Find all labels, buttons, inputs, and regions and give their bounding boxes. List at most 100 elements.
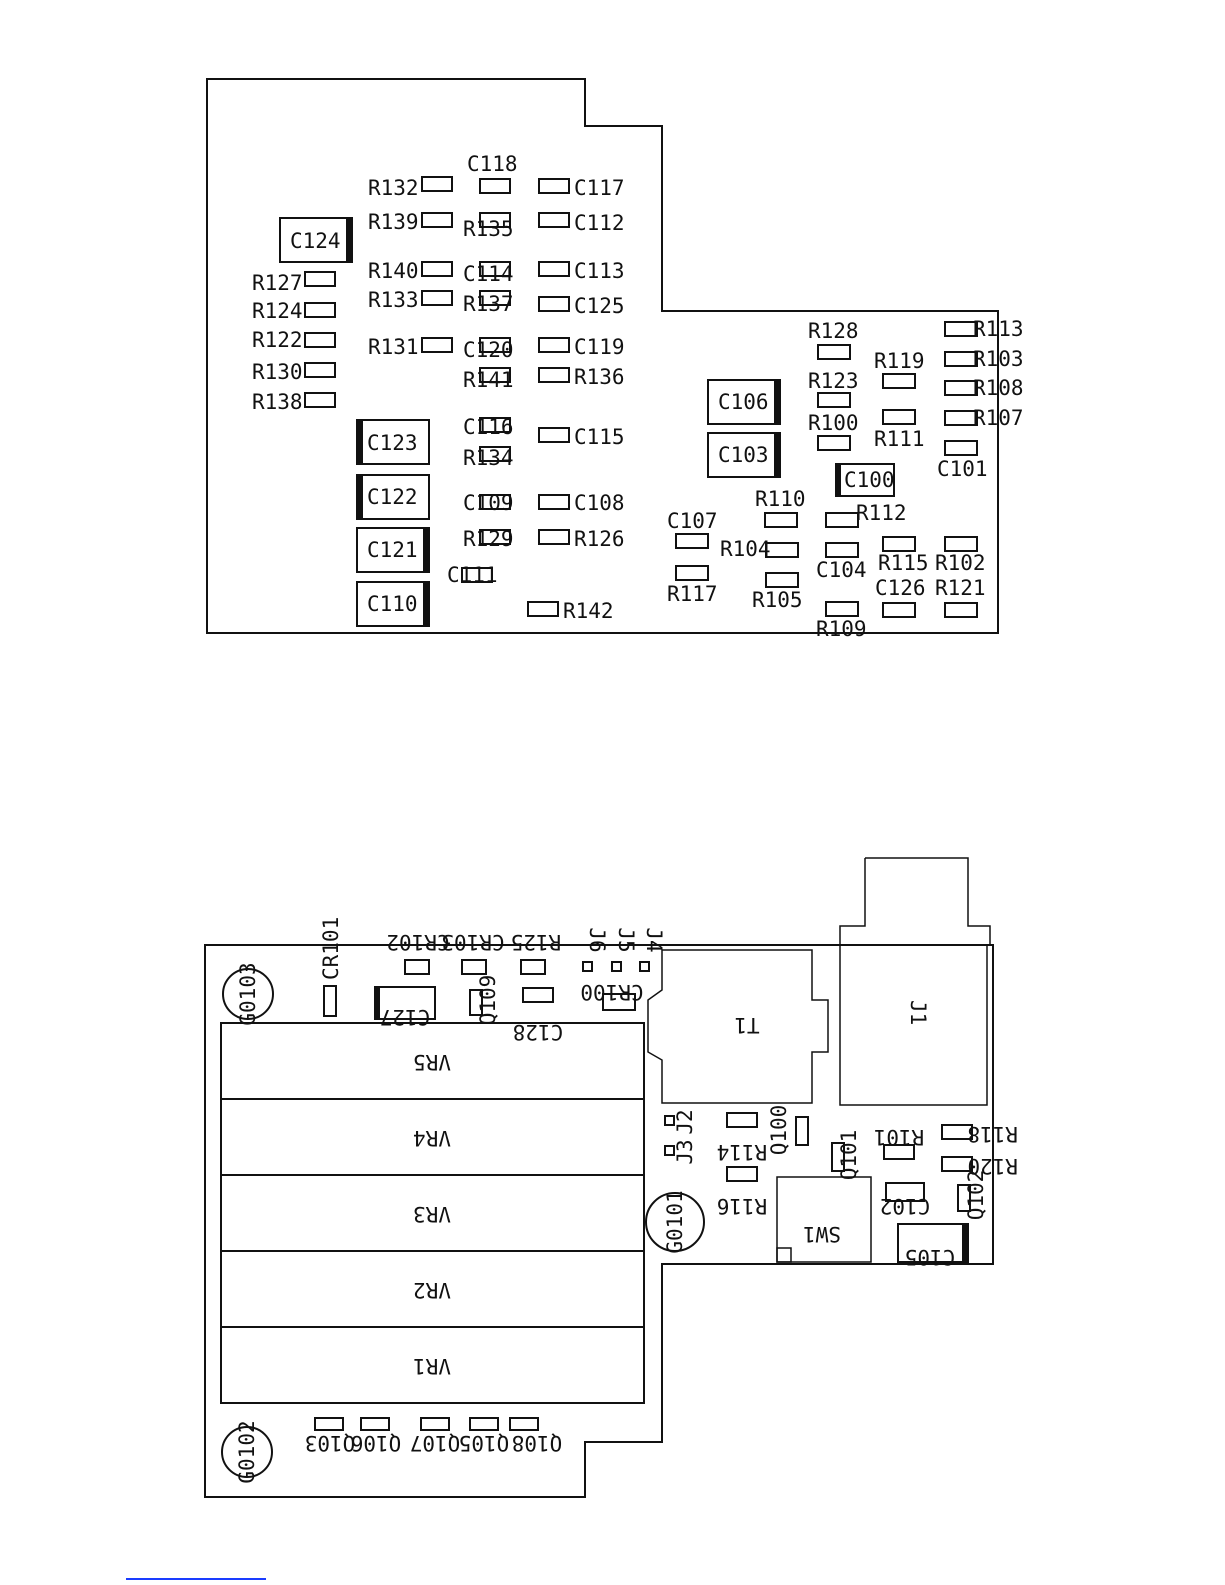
svg-text:R121: R121 [935,576,986,600]
component-R132: R132 [368,176,453,200]
component-C116: C116 [463,415,514,439]
component-R103: R103 [944,347,1024,371]
svg-text:J2: J2 [673,1109,697,1134]
component-R139: R139 [368,210,453,234]
svg-text:R102: R102 [935,551,986,575]
svg-text:R114: R114 [717,1140,768,1164]
svg-text:G0102: G0102 [235,1420,259,1483]
svg-text:Q100: Q100 [767,1105,791,1156]
svg-text:T1: T1 [734,1013,759,1037]
svg-text:C103: C103 [718,443,769,467]
svg-text:C112: C112 [574,211,625,235]
svg-text:R125: R125 [511,930,562,954]
svg-text:R128: R128 [808,319,859,343]
component-C104: C104 [816,542,867,582]
component-C126: C126 [875,576,926,618]
component-C107: C107 [667,509,718,549]
component-R123: R123 [808,369,859,408]
svg-text:R113: R113 [973,317,1024,341]
component-C121: C121 [356,527,430,573]
component-T1: T1 [647,949,829,1104]
component-VR5: VR5 [220,1022,645,1100]
component-C115: C115 [538,425,625,449]
svg-text:C128: C128 [513,1020,564,1044]
component-C120: C120 [463,337,514,362]
component-R119: R119 [874,349,925,389]
svg-text:R107: R107 [973,406,1024,430]
component-SW1: SW1 [776,1176,872,1263]
component-R131: R131 [368,335,453,359]
component-R136: R136 [538,365,625,389]
svg-text:R110: R110 [755,487,806,511]
svg-text:Q106: Q106 [351,1431,402,1455]
svg-text:J3: J3 [673,1139,697,1164]
svg-text:R104: R104 [720,537,771,561]
component-CR101: CR101 [319,917,343,1017]
svg-text:R142: R142 [563,599,614,623]
component-R117: R117 [667,565,718,606]
component-CR103: CR103 [441,930,505,975]
component-Q108: Q108 [509,1417,562,1455]
component-R129: R129 [463,527,514,551]
component-R126: R126 [538,527,625,551]
svg-text:C101: C101 [937,457,988,481]
svg-text:C104: C104 [816,558,867,582]
component-J3: J3 [664,1139,697,1165]
component-R101: R101 [874,1125,924,1160]
component-R142: R142 [527,599,614,623]
svg-text:C123: C123 [367,431,418,455]
component-C128: C128 [513,987,564,1044]
component-R107: R107 [944,406,1024,430]
svg-text:R129: R129 [463,527,514,551]
component-R104: R104 [720,537,799,561]
svg-text:R124: R124 [252,299,303,323]
component-C108: C108 [538,491,625,515]
svg-text:R132: R132 [368,176,419,200]
svg-text:VR3: VR3 [413,1202,451,1226]
svg-text:R123: R123 [808,369,859,393]
component-Q109: Q109 [469,975,500,1025]
component-R109: R109 [816,601,867,641]
svg-text:VR1: VR1 [413,1354,451,1378]
component-C109: C109 [463,491,514,515]
svg-text:C125: C125 [574,294,625,318]
component-R125: R125 [511,930,562,975]
component-R110: R110 [755,487,806,528]
component-Q107: Q107 [410,1417,460,1455]
svg-text:C105: C105 [905,1245,956,1269]
component-Q103: Q103 [305,1417,355,1455]
component-C124: C124 [279,217,353,263]
component-C117: C117 [538,176,625,200]
component-R118: R118 [941,1122,1018,1146]
svg-text:VR4: VR4 [413,1126,451,1150]
component-R141: R141 [463,367,514,392]
svg-text:C119: C119 [574,335,625,359]
svg-text:C102: C102 [880,1194,931,1218]
svg-text:J4: J4 [642,927,666,952]
svg-text:R118: R118 [967,1122,1018,1146]
svg-text:R116: R116 [717,1194,768,1218]
footer-rule [126,1578,266,1580]
svg-text:R140: R140 [368,259,419,283]
component-R137: R137 [463,290,514,316]
svg-text:C109: C109 [463,491,514,515]
component-VR2: VR2 [220,1250,645,1328]
component-J2: J2 [664,1109,697,1135]
component-VR1: VR1 [220,1326,645,1404]
component-C101: C101 [937,440,988,481]
svg-text:C118: C118 [467,152,518,176]
component-J6: J6 [582,927,609,972]
component-CR100: CR100 [580,980,644,1011]
component-VR3: VR3 [220,1174,645,1252]
component-C127: C127 [374,986,436,1029]
svg-text:R100: R100 [808,411,859,435]
component-C111: C111 [447,563,498,587]
svg-text:C107: C107 [667,509,718,533]
svg-text:R117: R117 [667,582,718,606]
component-C103: C103 [707,432,781,478]
svg-text:R115: R115 [878,551,929,575]
svg-text:R127: R127 [252,271,303,295]
component-J1: J1 [839,857,991,1106]
svg-text:C114: C114 [463,262,514,286]
